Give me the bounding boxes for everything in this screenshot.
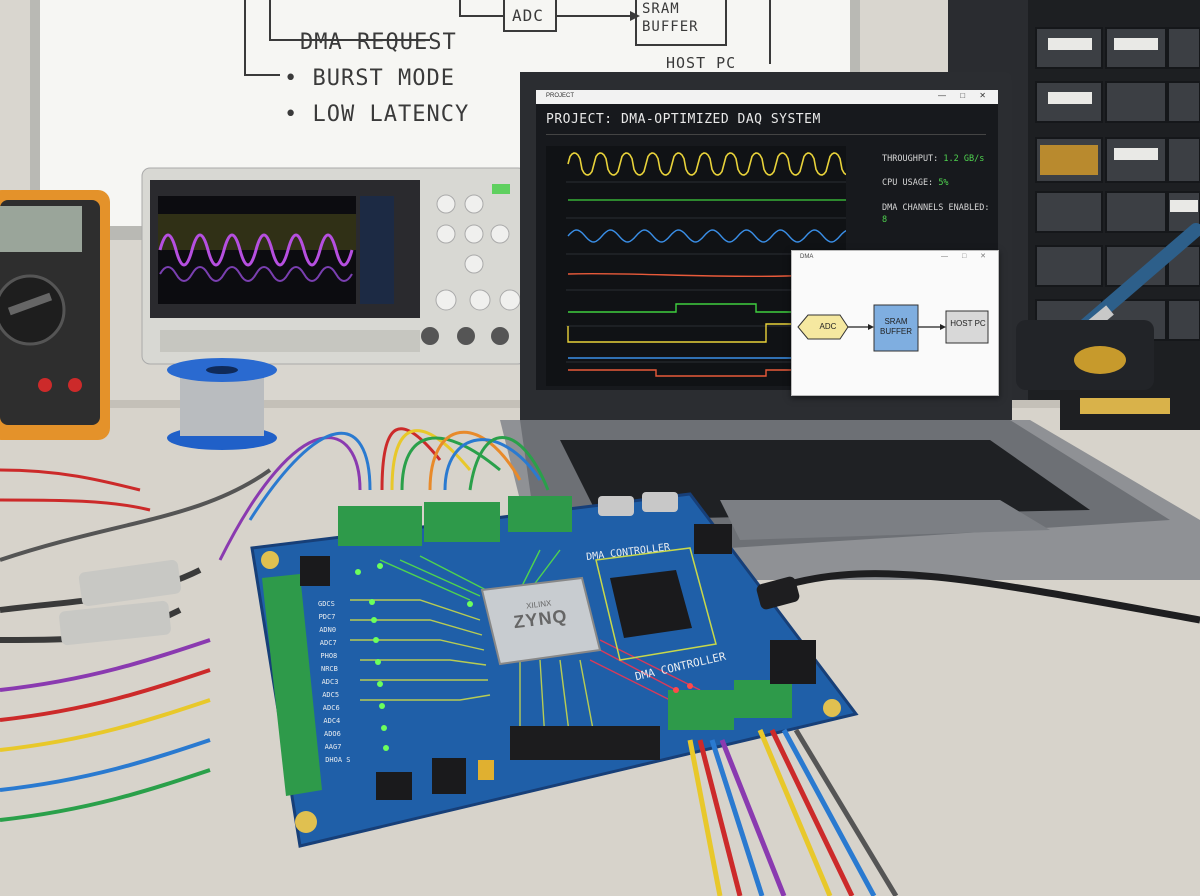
- sram-buffer-label: SRAM BUFFER: [880, 317, 912, 336]
- whiteboard-block-host: HOST PC: [666, 54, 737, 72]
- usb-cable: [756, 570, 1200, 624]
- metric-dma-channels: DMA CHANNELS ENABLED:8: [882, 203, 990, 225]
- channel-label: ADN0: [319, 626, 337, 634]
- pcb-board: [250, 492, 859, 848]
- trace-ch8: [568, 369, 846, 377]
- whiteboard-line-3: • LOW LATENCY: [284, 102, 470, 127]
- channel-label: ADC6: [322, 704, 340, 712]
- channel-label: PHO8: [320, 652, 338, 660]
- window-titlebar: PROJECT — □ ✕: [536, 90, 998, 104]
- whiteboard-line-2: • BURST MODE: [284, 66, 455, 91]
- jumper-wires-top: [218, 427, 550, 561]
- oscilloscope: [141, 167, 527, 365]
- dma-window-controls[interactable]: — □ ✕: [941, 253, 992, 260]
- metric-throughput: THROUGHPUT: 1.2 GB/s: [882, 154, 985, 164]
- channel-label: NRCB: [321, 665, 338, 673]
- channel-label: GDCS: [318, 600, 335, 608]
- bnc-sensors: [59, 559, 182, 646]
- solder-spool: [167, 358, 277, 450]
- channel-label: AAG7: [324, 743, 342, 751]
- channel-label: ADC7: [319, 639, 337, 647]
- trace-ch5: [568, 303, 846, 313]
- sram-buffer-block: [873, 304, 919, 352]
- multimeter: [0, 190, 110, 440]
- soldering-station: [1016, 223, 1200, 430]
- jumper-wires-bottom: [687, 728, 899, 896]
- trace-ch1: [567, 152, 846, 176]
- adc-label: ADC: [819, 322, 837, 331]
- project-title: PROJECT: DMA-OPTIMIZED DAQ SYSTEM: [546, 112, 821, 127]
- channel-label: PDC7: [318, 613, 336, 621]
- whiteboard-line-1: DMA REQUEST: [300, 30, 457, 55]
- channel-label: ADC3: [321, 678, 339, 686]
- dma-diagram-window[interactable]: DMA — □ ✕ ADC SRAM BUFFER HOST PC: [791, 250, 999, 396]
- dma-window-title: DMA: [800, 254, 814, 260]
- window-controls[interactable]: — □ ✕: [938, 91, 992, 100]
- metric-cpu-usage: CPU USAGE: 5%: [882, 178, 949, 188]
- dma-window-titlebar: DMA — □ ✕: [792, 251, 998, 264]
- trace-ch3: [567, 229, 846, 243]
- channel-label: ADC4: [323, 717, 341, 725]
- whiteboard-block-adc: ADC: [512, 6, 544, 25]
- channel-label: ADO6: [324, 730, 341, 738]
- host-pc-block: [945, 310, 989, 344]
- channel-label: ADC5: [322, 691, 340, 699]
- host-pc-label: HOST PC: [950, 319, 986, 328]
- channel-label: DHOA S: [325, 756, 351, 764]
- whiteboard-block-sram: SRAM BUFFER: [642, 1, 699, 35]
- dma-flow-diagram: [797, 304, 989, 352]
- window-title: PROJECT: [546, 93, 575, 99]
